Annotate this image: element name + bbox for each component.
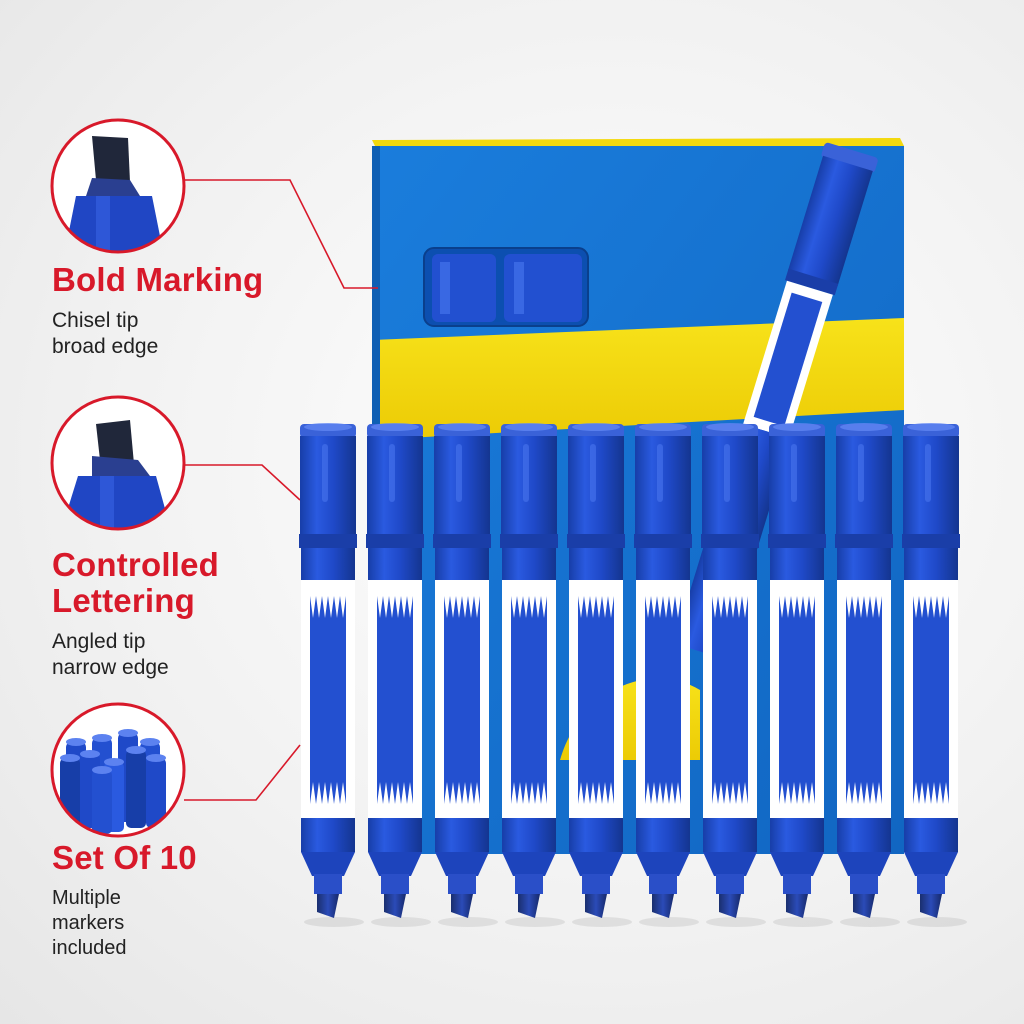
callout-lines	[184, 179, 378, 801]
marker	[433, 423, 498, 927]
marker	[500, 423, 565, 927]
feature-set-of-10: Set Of 10 Multiple markers included	[52, 840, 312, 961]
feature-title: Bold Marking	[52, 261, 264, 298]
marker	[902, 423, 967, 927]
chisel-tip-closeup-icon	[64, 136, 164, 252]
marker	[701, 423, 766, 927]
marker	[768, 423, 833, 927]
feature-description: Multiple markers included	[52, 887, 127, 959]
marker	[634, 423, 699, 927]
callout-chisel-tip	[50, 118, 186, 254]
callout-angled-tip	[50, 395, 186, 531]
marker-caps-bundle-icon	[60, 729, 166, 834]
feature-bold-marking: Bold Marking Chisel tip broad edge	[52, 262, 312, 360]
marker-row	[299, 423, 967, 927]
feature-description: Chisel tip broad edge	[52, 309, 159, 358]
box-window	[423, 247, 589, 327]
callout-marker-set	[50, 702, 186, 838]
feature-description: Angled tip narrow edge	[52, 630, 169, 679]
marker	[567, 423, 632, 927]
feature-title: Controlled Lettering	[52, 546, 219, 619]
angled-tip-closeup-icon	[60, 420, 172, 529]
marker	[366, 423, 431, 927]
feature-controlled-lettering: Controlled Lettering Angled tip narrow e…	[52, 547, 312, 681]
feature-title: Set Of 10	[52, 839, 197, 876]
marker	[835, 423, 900, 927]
marker	[299, 423, 364, 927]
